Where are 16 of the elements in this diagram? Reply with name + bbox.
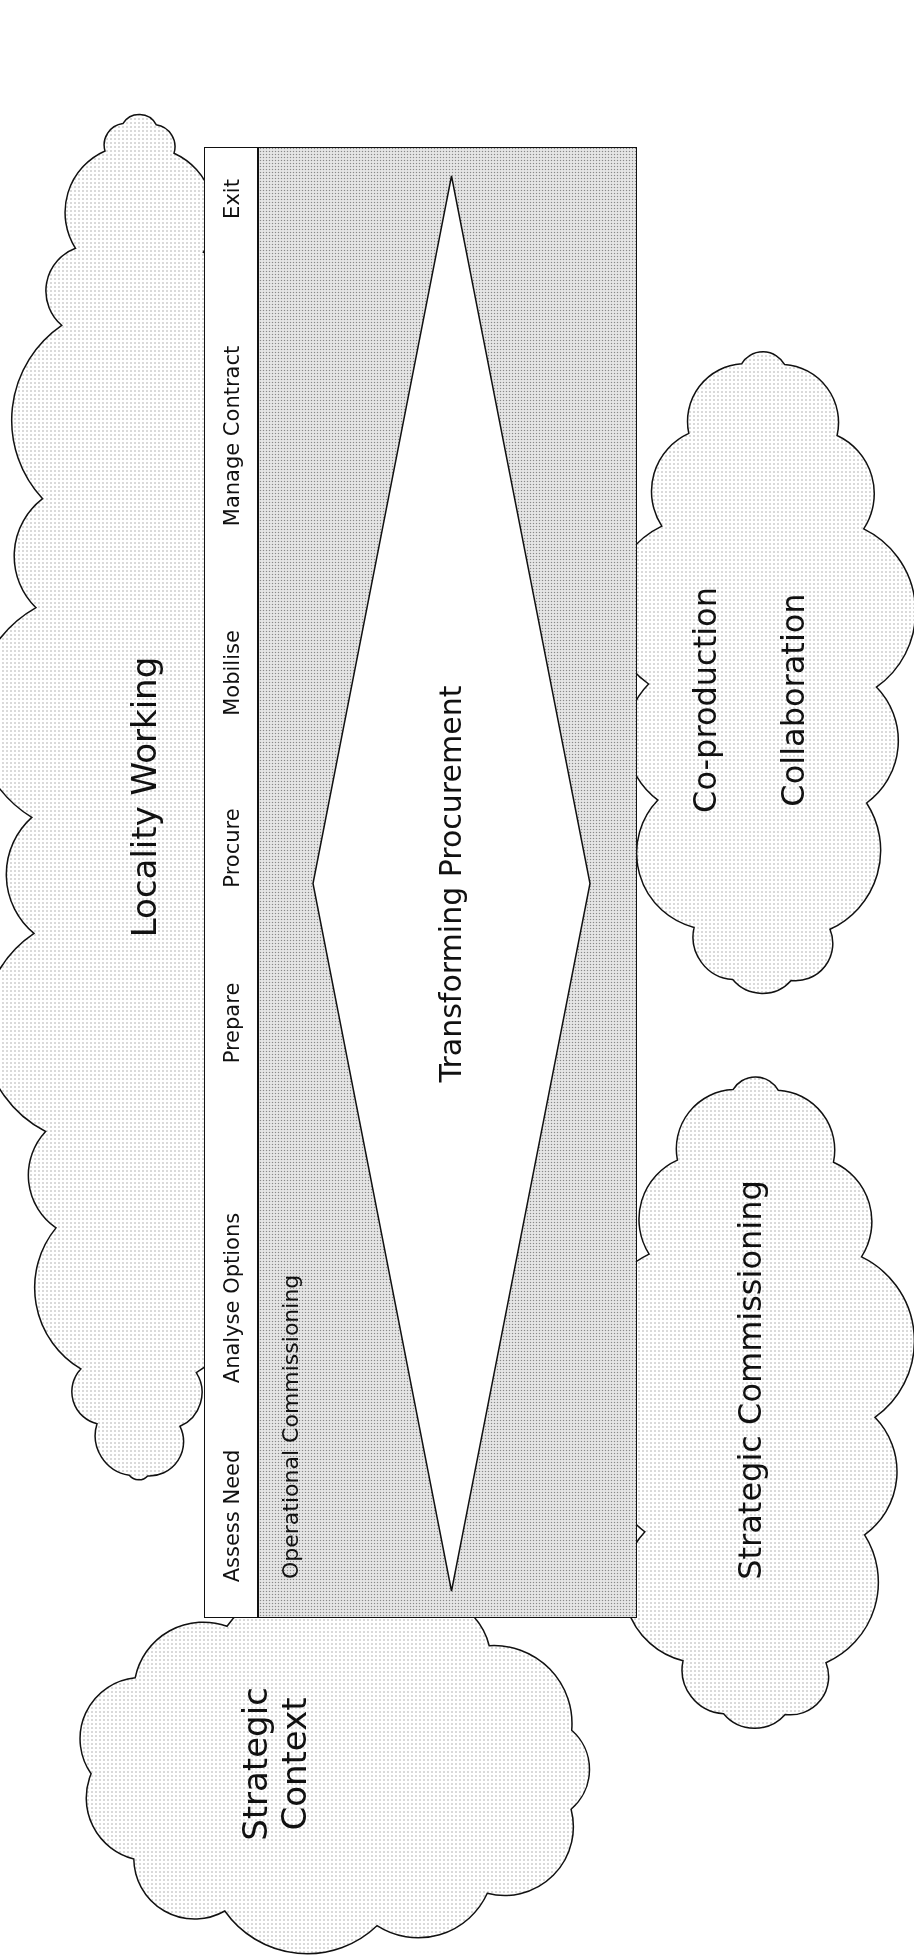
stage-label: Analyse Options [219,1212,245,1384]
stage-label: Mobilise [219,630,245,716]
process-box [258,147,637,1618]
stage-label: Assess Need [219,1449,245,1583]
cloud-label: Locality Working [125,656,165,938]
stage-label: Prepare [219,982,245,1064]
cloud-label: Strategic Commissioning [731,1180,769,1580]
stage-label: Procure [219,808,245,888]
cloud-label: Strategic Context [235,1686,315,1843]
diamond-label: Transforming Procurement [433,685,469,1083]
stage-band [204,147,258,1618]
stage-label: Manage Contract [219,345,245,527]
stage-label: Exit [219,179,245,219]
box-heading: Operational Commissioning [278,1274,304,1579]
cloud-label: Collaboration [774,593,812,807]
cloud-label: Co-production [686,587,724,813]
